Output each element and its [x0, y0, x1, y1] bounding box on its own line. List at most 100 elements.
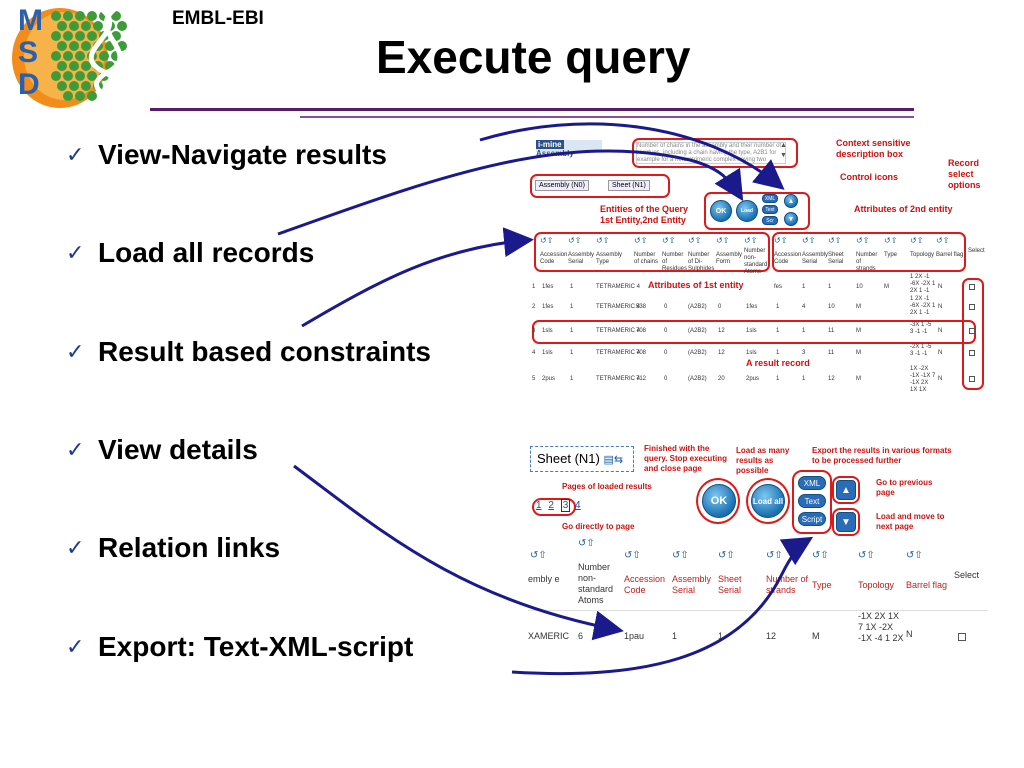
sort-icons[interactable]: ↺⇧: [530, 550, 547, 561]
brand-suffix: Assembly: [536, 149, 574, 158]
logo-letter-d: D: [18, 68, 40, 101]
column-header: Accession Code: [774, 252, 802, 265]
sort-icons[interactable]: ↺⇧: [716, 236, 730, 245]
sheet-pill-box[interactable]: Sheet (N1) ▤⇆: [530, 446, 634, 472]
script-export-button[interactable]: Scr: [762, 216, 778, 225]
annotation-finished: Finished with the query. Stop executing …: [644, 444, 727, 473]
table-cell: 712: [636, 376, 647, 382]
annotation-entities: Entities of the Query 1st Entity,2nd Ent…: [600, 204, 689, 225]
sort-icons[interactable]: ↺⇧: [828, 236, 842, 245]
sort-icons[interactable]: ↺⇧: [540, 236, 554, 245]
table-cell: 1sls: [542, 328, 553, 334]
brand-logo: i-mine: [536, 140, 564, 149]
table-cell: M: [812, 631, 820, 641]
table-row: XAMERIC 6 1pau 1 1 12 M -1X 2X 1X 7 1X -…: [528, 610, 988, 647]
script-export-button[interactable]: Script: [798, 512, 826, 526]
text-export-button[interactable]: Text: [798, 494, 826, 508]
prev-page-button[interactable]: ▲: [836, 480, 856, 500]
table-cell: N: [938, 350, 943, 356]
table-cell: (A2B2): [688, 350, 707, 356]
xml-export-button[interactable]: XML: [762, 194, 778, 203]
sort-icons[interactable]: ↺⇧: [718, 550, 735, 561]
ok-button[interactable]: OK: [710, 200, 732, 222]
sort-icons[interactable]: ↺⇧: [688, 236, 702, 245]
next-highlight: [832, 508, 860, 536]
page-link[interactable]: 1: [536, 500, 542, 511]
record-select-checkbox[interactable]: [969, 350, 975, 356]
sort-icons[interactable]: ↺⇧: [662, 236, 676, 245]
bullet-view-navigate: ✓ View-Navigate results: [66, 138, 387, 172]
scroll-up-icon[interactable]: ▲: [780, 142, 787, 149]
table-cell: 0: [664, 350, 668, 356]
table-cell: (A2B2): [688, 304, 707, 310]
ok-button[interactable]: OK: [702, 484, 736, 518]
brand-bar: i-mine Assembly: [536, 140, 602, 158]
record-select-checkbox[interactable]: [969, 284, 975, 290]
sort-icons[interactable]: ↺⇧: [596, 236, 610, 245]
row-index: 2: [532, 304, 536, 310]
table-cell: N: [938, 304, 943, 310]
table-cell: 2pus: [542, 376, 556, 382]
sort-icons[interactable]: ↺⇧: [856, 236, 870, 245]
table-cell: 1fes: [542, 304, 554, 310]
sort-icons[interactable]: ↺⇧: [884, 236, 898, 245]
load-all-button[interactable]: Load: [736, 200, 758, 222]
column-header: Number of strands: [856, 252, 878, 272]
sort-icons[interactable]: ↺⇧: [774, 236, 788, 245]
annotation-result-record: A result record: [746, 358, 810, 368]
column-header: Barrel flag: [936, 252, 964, 258]
next-page-button[interactable]: ▼: [784, 212, 798, 226]
sort-icons[interactable]: ↺⇧: [568, 236, 582, 245]
finished-highlight: [696, 478, 740, 524]
sort-icons[interactable]: ↺⇧: [802, 236, 816, 245]
sort-icons[interactable]: ↺⇧: [936, 236, 950, 245]
page-link[interactable]: 2: [548, 500, 554, 511]
column-header: Assembly Type: [596, 252, 623, 265]
table-cell: 1fes: [746, 304, 758, 310]
entity-pill-sheet[interactable]: Sheet (N1): [608, 180, 650, 191]
arrow-load-all: [301, 227, 534, 328]
bullet-load-all: ✓ Load all records: [66, 236, 314, 270]
text-export-button[interactable]: Text: [762, 205, 778, 214]
page-link-current[interactable]: 3: [560, 499, 571, 512]
load-all-button[interactable]: Load all: [751, 484, 785, 518]
sort-icons[interactable]: ↺⇧: [812, 550, 829, 561]
document-icon: ▤⇆: [603, 454, 624, 466]
table-cell: -3X 1 -5 3 -1 -1: [910, 322, 932, 335]
table-cell: M: [856, 376, 861, 382]
prev-page-button[interactable]: ▲: [784, 194, 798, 208]
record-select-checkbox[interactable]: [969, 304, 975, 310]
sort-icons[interactable]: ↺⇧: [858, 550, 875, 561]
previous-highlight: [832, 476, 860, 504]
column-header: Number of Residues: [662, 252, 688, 272]
sort-icons[interactable]: ↺⇧: [744, 236, 758, 245]
record-select-checkbox[interactable]: [969, 328, 975, 334]
sort-icons[interactable]: ↺⇧: [624, 550, 641, 561]
table-cell: 11: [828, 350, 835, 356]
xml-export-button[interactable]: XML: [798, 476, 826, 490]
entity-pill-assembly[interactable]: Assembly (N0): [535, 180, 589, 191]
sort-icons[interactable]: ↺⇧: [910, 236, 924, 245]
table-cell: TETRAMERIC 4: [596, 304, 641, 310]
page-link[interactable]: 4: [575, 500, 581, 511]
msd-logo: M S D: [4, 2, 162, 111]
column-header: Number of Di-Sulphides: [688, 252, 715, 272]
scroll-down-icon[interactable]: ▼: [780, 152, 787, 159]
sort-icons[interactable]: ↺⇧: [634, 236, 648, 245]
record-select-checkbox[interactable]: [969, 376, 975, 382]
sort-icons[interactable]: ↺⇧: [578, 538, 595, 549]
annotation-record-select: Record select options: [948, 158, 981, 190]
table-cell: 0: [664, 304, 668, 310]
sort-icons[interactable]: ↺⇧: [766, 550, 783, 561]
column-header: Select: [954, 570, 980, 580]
table-cell: 1: [570, 376, 574, 382]
next-page-button[interactable]: ▼: [836, 512, 856, 532]
sort-icons[interactable]: ↺⇧: [906, 550, 923, 561]
table-cell: 708: [636, 328, 647, 334]
result-record-highlight: [532, 320, 976, 344]
record-select-checkbox[interactable]: [958, 633, 966, 641]
column-header: Accession Code: [624, 574, 666, 595]
sort-icons[interactable]: ↺⇧: [672, 550, 689, 561]
table-cell: 1: [802, 376, 806, 382]
sheet-pill-label: Sheet (N1): [537, 451, 600, 466]
